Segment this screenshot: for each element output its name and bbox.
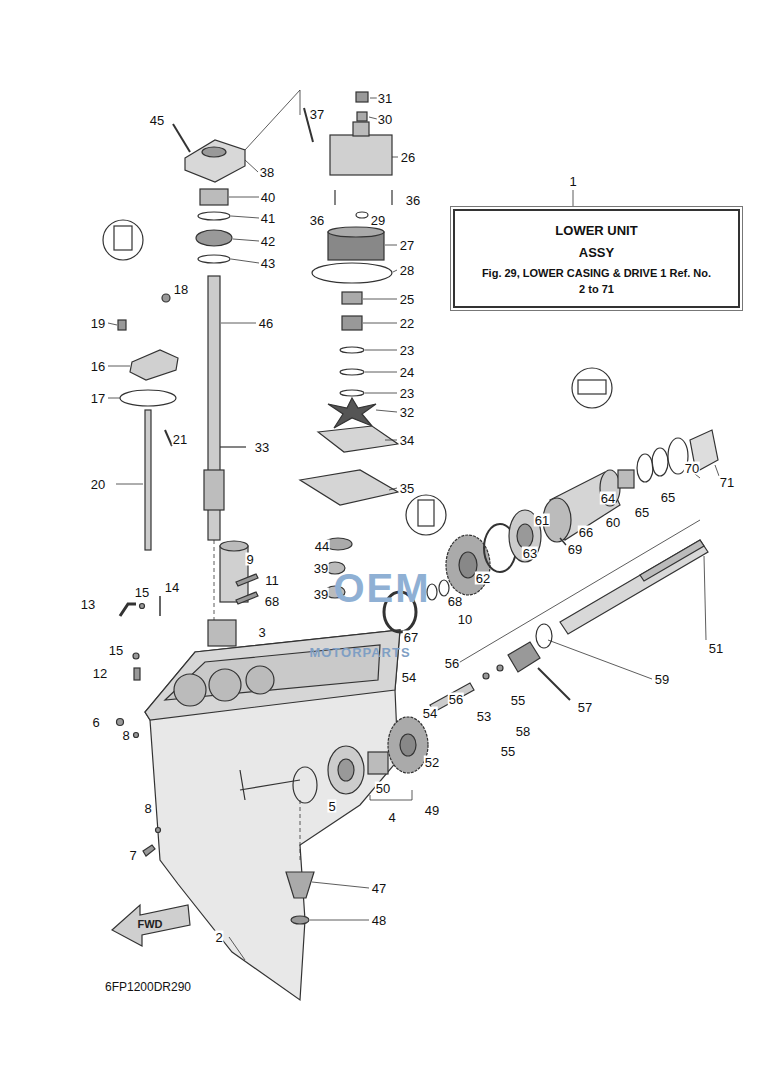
callout-number: 34 (399, 434, 415, 447)
callout-number: 41 (260, 212, 276, 225)
callout-number: 40 (260, 191, 276, 204)
callout-number: 17 (90, 392, 106, 405)
callout-number: 20 (90, 478, 106, 491)
callout-number: 2 (214, 931, 223, 944)
callout-number: 51 (708, 642, 724, 655)
callout-number: 42 (260, 235, 276, 248)
callout-number: 67 (403, 631, 419, 644)
callout-number: 26 (400, 151, 416, 164)
callout-number: 35 (399, 482, 415, 495)
callout-number: 24 (399, 366, 415, 379)
callout-number: 11 (264, 574, 280, 587)
callout-number: 31 (377, 92, 393, 105)
callout-number: 43 (260, 257, 276, 270)
callout-number: 55 (500, 745, 516, 758)
callout-number: 28 (399, 264, 415, 277)
callout-number: 29 (370, 214, 386, 227)
callout-number: 15 (108, 644, 124, 657)
callout-number: 12 (92, 667, 108, 680)
callout-number: 45 (149, 114, 165, 127)
callout-number: 38 (259, 166, 275, 179)
callout-number: 56 (448, 693, 464, 706)
callout-number: 58 (515, 725, 531, 738)
callout-number: 23 (399, 344, 415, 357)
callout-number: 60 (605, 516, 621, 529)
callout-number: 21 (172, 433, 188, 446)
callout-number: 32 (399, 406, 415, 419)
callout-number: 30 (377, 113, 393, 126)
callout-number: 59 (654, 673, 670, 686)
callout-number: 33 (254, 441, 270, 454)
callout-number: 39 (313, 588, 329, 601)
figure-code: 6FP1200DR290 (104, 981, 192, 993)
callout-number: 9 (245, 553, 254, 566)
callout-number: 55 (510, 694, 526, 707)
callout-number: 64 (600, 492, 616, 505)
callout-number: 18 (173, 283, 189, 296)
callout-number: 70 (684, 462, 700, 475)
callout-number: 61 (534, 514, 550, 527)
callout-number: 46 (258, 317, 274, 330)
box-heading: LOWER UNIT ASSY (542, 220, 652, 264)
callout-number: 14 (164, 581, 180, 594)
callout-number: 13 (80, 598, 96, 611)
callout-number: 8 (143, 802, 152, 815)
callout-number: 65 (660, 491, 676, 504)
callout-number: 69 (567, 543, 583, 556)
callout-number: 47 (371, 882, 387, 895)
callout-number: 54 (422, 707, 438, 720)
callout-number: 1 (568, 175, 577, 188)
callout-number: 44 (314, 540, 330, 553)
direction-label: FWD (136, 919, 163, 930)
callout-number: 62 (475, 572, 491, 585)
callout-number: 4 (387, 811, 396, 824)
callout-number: 50 (375, 782, 391, 795)
callout-number: 27 (399, 239, 415, 252)
callout-number: 56 (444, 657, 460, 670)
callout-number: 52 (424, 756, 440, 769)
callout-number: 53 (476, 710, 492, 723)
callout-number: 68 (447, 595, 463, 608)
callout-number: 48 (371, 914, 387, 927)
title-box: LOWER UNIT ASSYFig. 29, LOWER CASING & D… (453, 209, 740, 308)
callout-number: 39 (313, 562, 329, 575)
callout-number: 36 (405, 194, 421, 207)
callout-number: 5 (327, 800, 336, 813)
callout-number: 3 (257, 626, 266, 639)
callout-number: 10 (457, 613, 473, 626)
watermark: OEM (332, 568, 431, 608)
callout-number: 68 (264, 595, 280, 608)
callout-number: 37 (309, 108, 325, 121)
callout-number: 36 (309, 214, 325, 227)
callout-number: 23 (399, 387, 415, 400)
callout-number: 57 (577, 701, 593, 714)
callout-number: 54 (401, 671, 417, 684)
callout-number: 16 (90, 360, 106, 373)
callout-number: 8 (121, 729, 130, 742)
callout-number: 15 (134, 586, 150, 599)
callout-number: 66 (578, 526, 594, 539)
callout-number: 6 (91, 716, 100, 729)
callout-number: 25 (399, 293, 415, 306)
callout-number: 7 (128, 849, 137, 862)
callout-number: 49 (424, 804, 440, 817)
callout-number: 22 (399, 317, 415, 330)
callout-number: 71 (719, 476, 735, 489)
callout-number: 19 (90, 317, 106, 330)
watermark: MOTORPARTS (308, 646, 411, 659)
box-body: Fig. 29, LOWER CASING & DRIVE 1 Ref. No.… (479, 266, 714, 297)
callout-number: 65 (634, 506, 650, 519)
callout-number: 63 (522, 547, 538, 560)
